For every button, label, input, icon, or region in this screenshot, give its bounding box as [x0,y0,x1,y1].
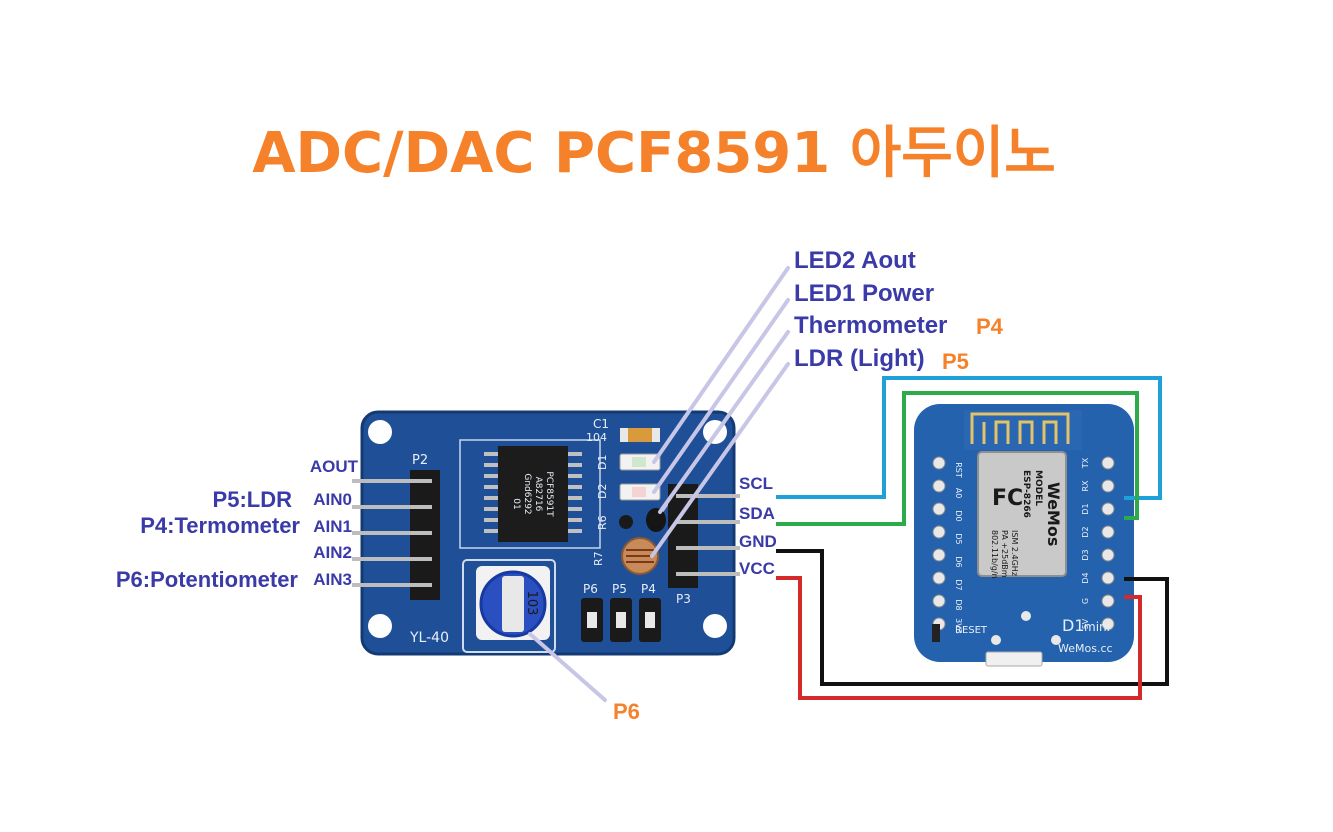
wemos-pin-label: RST [954,462,963,478]
wemos-pin-label: 5V [1081,618,1090,629]
tag-p6-potentiometer: P6:Potentiometer [116,567,299,592]
pcf8591-board: PCF8591T A82716 Gnd6292 01 C1 104 D1 D2 … [352,410,740,656]
silk-d1: D1 [1062,616,1085,635]
callout-led1-power: LED1 Power [794,280,934,307]
capacitor-c1 [620,428,660,442]
jumper-block: P6 P5 P4 [581,582,661,642]
callout-labels: LED2 Aout LED1 Power Thermometer P4 LDR … [613,247,1004,724]
silk-c1: C1 [593,417,609,431]
mounting-hole [368,614,392,638]
chip-marking: 01 [511,498,521,509]
silk-r7: R7 [592,551,605,566]
chip-marking: A82716 [533,477,543,512]
pin-label-gnd: GND [739,532,777,551]
left-pin-labels: AOUT AIN0 AIN1 AIN2 AIN3 P5:LDR P4:Termo… [116,457,359,592]
pin-label-scl: SCL [739,474,773,493]
module-model: ESP-8266 [1021,470,1031,518]
silk-p3: P3 [676,592,691,606]
callout-thermometer: Thermometer [794,312,947,339]
silk-c1-value: 104 [586,431,607,444]
silk-jumper-p5: P5 [612,582,627,596]
silk-d2: D2 [596,484,609,499]
wemos-right-pins: TX RX D1 D2 D3 D4 G 5V [1081,456,1115,631]
wemos-pin-label: D4 [1081,572,1090,583]
pcf8591-chip: PCF8591T A82716 Gnd6292 01 [484,446,582,542]
reset-button [932,624,940,642]
pin-label-sda: SDA [739,504,775,523]
silk-mini: mini [1084,620,1110,634]
wire-sda [776,391,1139,526]
wemos-pin-label: D6 [954,556,963,567]
pin-header-p2 [352,470,440,600]
wires [776,376,1169,700]
mounting-hole [368,420,392,444]
module-text: 802.11b/g/n [990,530,999,579]
silk-jumper-p6: P6 [583,582,598,596]
callout-ldr-light: LDR (Light) [794,345,925,372]
wemos-pin-label: RX [1081,480,1090,492]
silk-r6: R6 [596,515,609,530]
tag-p5-ldr: P5:LDR [213,487,293,512]
ldr-photoresistor [621,537,659,575]
wire-vcc [776,576,1142,700]
silk-p2: P2 [412,453,428,468]
pin-label-vcc: VCC [739,559,775,578]
pin-label-ain2: AIN2 [313,543,352,562]
wemos-pin-label: D5 [954,533,963,544]
callout-led2-aout: LED2 Aout [794,247,916,274]
wemos-pin-label: D8 [954,599,963,610]
silk-jumper-p4: P4 [641,582,656,596]
board-label-yl40: YL-40 [409,630,449,646]
chip-marking: PCF8591T [544,471,554,517]
wemos-pin-label: TX [1081,457,1090,469]
diagram-title: ADC/DAC PCF8591 아두이노 [252,121,1056,186]
wemos-pin-label: A0 [954,488,963,499]
right-pin-labels: SCL SDA GND VCC [739,474,777,578]
silk-brand: WeMos.cc [1058,642,1113,655]
callout-tag-p5: P5 [942,349,969,374]
pot-marking: 103 [524,591,539,616]
wemos-pin-label: D7 [954,579,963,590]
usb-port [985,651,1043,667]
module-text: PA +25dBm [1000,530,1009,578]
chip-marking: Gnd6292 [522,473,532,514]
callout-tag-p4: P4 [976,314,1004,339]
wemos-pin-label: D2 [1081,526,1090,537]
pin-label-ain3: AIN3 [313,570,352,589]
wire-gnd [776,549,1169,686]
wemos-left-pins: RST A0 D0 D5 D6 D7 D8 3V3 [932,456,963,634]
silk-d1: D1 [596,455,609,470]
silk-reset: RESET [955,625,988,636]
wemos-d1-mini-board: FC MODEL ESP-8266 WeMos ISM 2.4GHz PA +2… [914,404,1134,667]
callout-tag-p6: P6 [613,699,640,724]
module-brand: WeMos [1044,482,1063,546]
wemos-pin-label: D3 [1081,549,1090,560]
wemos-pin-label: D1 [1081,503,1090,514]
wemos-pin-label: G [1081,598,1090,604]
tag-p4-termometer: P4:Termometer [140,513,300,538]
wemos-pin-label: 3V3 [954,618,963,634]
module-text: ISM 2.4GHz [1010,530,1019,576]
wire-scl [776,376,1162,500]
fcc-mark: FC [992,486,1023,511]
pin-label-ain1: AIN1 [313,517,352,536]
esp8266-module: FC MODEL ESP-8266 WeMos ISM 2.4GHz PA +2… [977,451,1067,579]
pin-label-aout: AOUT [310,457,359,476]
potentiometer: 103 [462,559,556,653]
mounting-hole [703,614,727,638]
pin-label-ain0: AIN0 [313,490,352,509]
wemos-pin-label: D0 [954,510,963,521]
module-text: MODEL [1033,470,1043,506]
callout-leaders [528,266,790,702]
